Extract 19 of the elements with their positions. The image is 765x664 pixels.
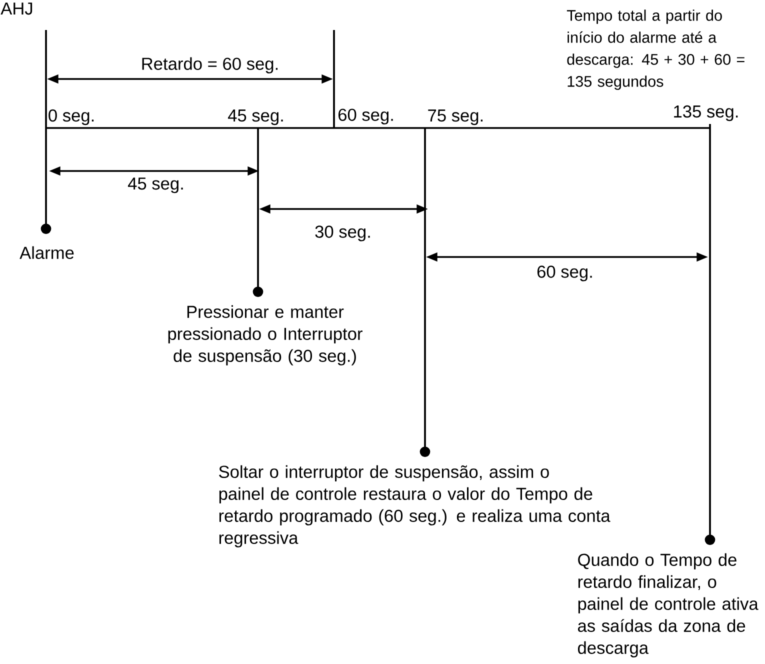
note-text: Tempo total a partir do início do alarme até a descarga: 45 + 30 + 60 = 135 segundos xyxy=(566,10,744,90)
event-text: Quando o Tempo de retardo finalizar, o painel de controle ativa as saídas da zona de descarga xyxy=(578,553,758,658)
time-label: 45 seg. xyxy=(228,110,283,126)
event-text: Pressionar e manter pressionado o Interruptor de suspensão (30 seg.) xyxy=(168,305,362,366)
marker-line xyxy=(252,128,264,297)
time-label: 75 seg. xyxy=(428,110,483,126)
marker-line xyxy=(40,128,52,234)
time-label: 60 seg. xyxy=(338,108,393,124)
marker-line xyxy=(420,128,430,457)
marker-line xyxy=(704,124,716,545)
event-text: Soltar o interruptor de suspensão, assim o painel de controle restaura o valor do Tempo de retardo programado (60 seg.) e realiza uma conta regressiva xyxy=(219,465,610,548)
time-label: 135 seg. xyxy=(674,105,738,122)
label: AHJ xyxy=(0,2,32,15)
dimension-label: 30 seg. xyxy=(315,226,370,242)
dimension-label: Retardo = 60 seg. xyxy=(142,57,278,74)
dimension-label: 45 seg. xyxy=(128,178,183,194)
event-text: Alarme xyxy=(20,246,74,259)
time-label: 0 seg. xyxy=(48,109,94,126)
dimension-label: 60 seg. xyxy=(537,266,592,282)
